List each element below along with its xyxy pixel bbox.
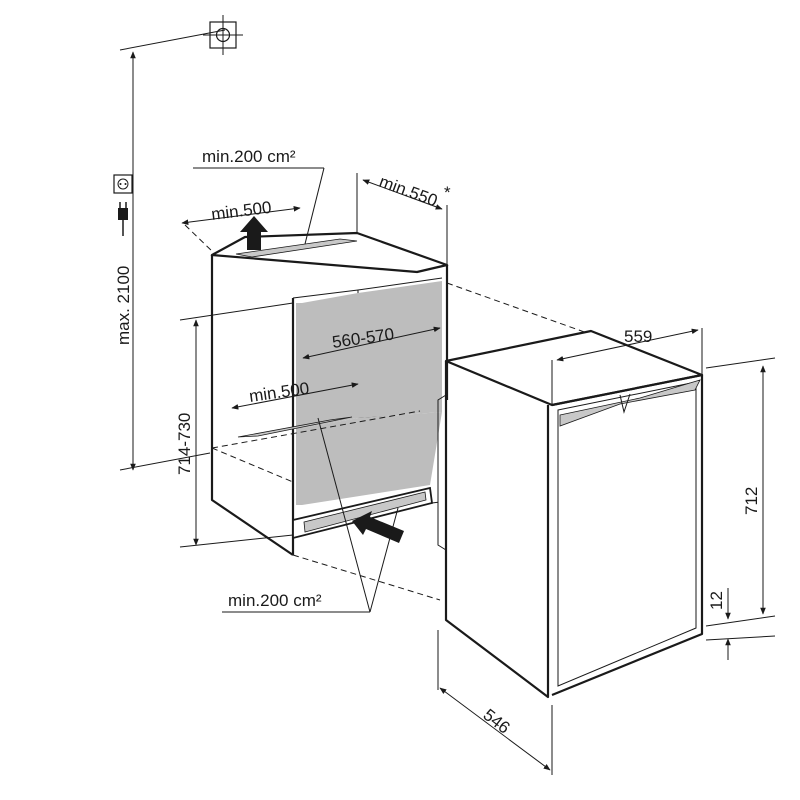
vent-top-area-label: min.200 cm² <box>202 147 296 166</box>
appliance <box>437 329 704 699</box>
niche-depth-label: min.550 <box>377 172 440 211</box>
appliance-width-label: 559 <box>624 327 652 346</box>
crosshair-icon <box>203 15 243 55</box>
power-socket-icon <box>113 174 133 194</box>
power-plug-icon <box>118 202 128 236</box>
niche-depth-note: * <box>444 183 451 202</box>
guide-lines <box>292 282 591 601</box>
max-height-dimension <box>119 29 226 471</box>
appliance-depth-label: 546 <box>480 705 514 737</box>
vent-top-depth-label: min.500 <box>210 198 272 224</box>
niche-height-label: 714-730 <box>175 413 194 475</box>
vent-bottom-area-label: min.200 cm² <box>228 591 322 610</box>
plinth-offset-label: 12 <box>707 591 726 610</box>
appliance-height-label: 712 <box>742 487 761 515</box>
niche-cabinet <box>184 224 449 556</box>
max-height-label: max. 2100 <box>114 266 133 345</box>
